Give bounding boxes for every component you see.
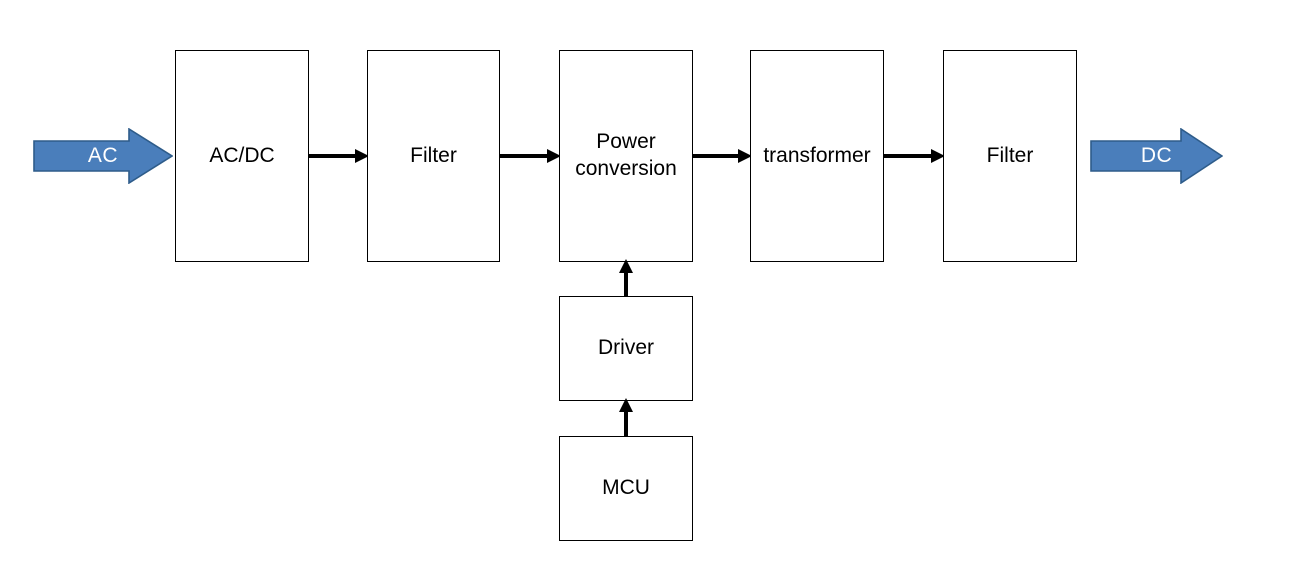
- connector-driver-to-power-conversion: [617, 259, 635, 299]
- block-filter-output[interactable]: Filter: [943, 50, 1077, 262]
- block-driver-label: Driver: [598, 336, 654, 360]
- connector-acdc-to-filter-input: [309, 147, 369, 165]
- connector-power-conversion-to-transformer: [693, 147, 752, 165]
- block-transformer[interactable]: transformer: [750, 50, 884, 262]
- connector-transformer-to-filter-output: [884, 147, 945, 165]
- block-filter-output-label: Filter: [986, 143, 1034, 167]
- block-power-conversion-label: Power conversion: [575, 130, 677, 180]
- block-acdc-label: AC/DC: [209, 143, 275, 167]
- block-transformer-label: transformer: [763, 143, 871, 167]
- block-acdc[interactable]: AC/DC: [175, 50, 309, 262]
- connector-filter-input-to-power-conversion: [500, 147, 561, 165]
- dc-output-arrow: DC: [1090, 128, 1223, 184]
- block-power-conversion[interactable]: Power conversion: [559, 50, 693, 262]
- block-mcu-label: MCU: [602, 476, 650, 500]
- block-driver[interactable]: Driver: [559, 296, 693, 401]
- block-filter-input[interactable]: Filter: [367, 50, 500, 262]
- connector-mcu-to-driver: [617, 398, 635, 439]
- ac-input-arrow: AC: [33, 128, 173, 184]
- block-filter-input-label: Filter: [410, 143, 457, 167]
- block-mcu[interactable]: MCU: [559, 436, 693, 541]
